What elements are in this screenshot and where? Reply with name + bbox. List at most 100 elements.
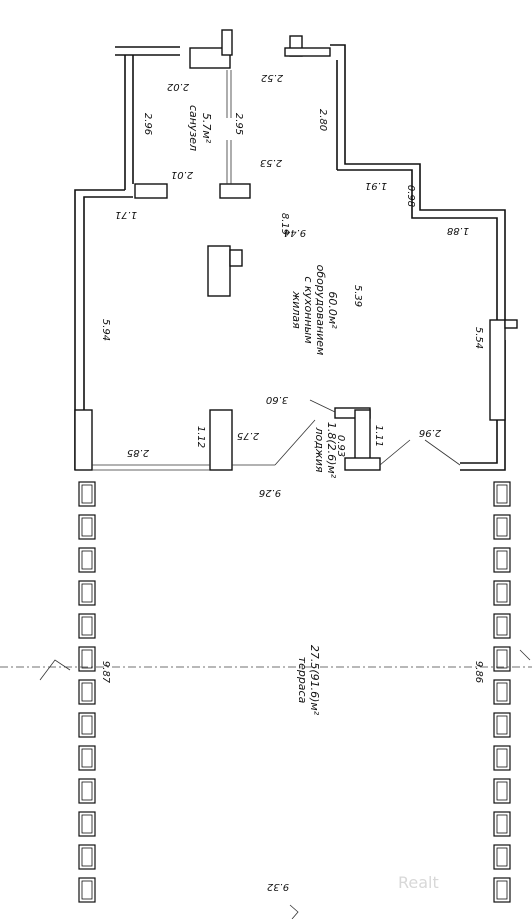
section-mark-right: [519, 649, 531, 661]
railing-post: [78, 844, 96, 870]
railing-post: [493, 580, 511, 606]
dim-9-86: 9.86: [473, 661, 484, 683]
right-window: [489, 319, 506, 421]
railing-post-inner: [496, 715, 508, 735]
railing-post-inner: [81, 847, 93, 867]
railing-post: [493, 877, 511, 903]
dim-1-91: 1.91: [365, 180, 387, 191]
railing-post: [78, 514, 96, 540]
railing-post: [493, 613, 511, 639]
railing-post: [493, 646, 511, 672]
railing-post: [493, 778, 511, 804]
dim-2-80: 2.80: [317, 109, 328, 131]
railing-post: [493, 745, 511, 771]
dim-2-95: 2.95: [233, 113, 244, 135]
terrace-railing-right: [493, 481, 511, 903]
railing-post-inner: [81, 649, 93, 669]
dim-1-71: 1.71: [115, 209, 137, 220]
dim-3-60: 3.60: [266, 394, 288, 405]
railing-post: [78, 778, 96, 804]
railing-post: [493, 811, 511, 837]
dim-2-02: 2.02: [167, 81, 189, 92]
room-name: санузел: [187, 105, 200, 151]
railing-post: [78, 580, 96, 606]
railing-post-inner: [496, 583, 508, 603]
railing-post-inner: [81, 583, 93, 603]
railing-post: [493, 481, 511, 507]
dim-5-94: 5.94: [100, 319, 111, 341]
dim-2-85: 2.85: [127, 447, 149, 458]
room-name: терраса: [296, 657, 309, 704]
railing-post-inner: [496, 880, 508, 900]
sanuzel-top-block: [189, 47, 231, 69]
mid-pier: [209, 409, 233, 471]
dim-2-01: 2.01: [171, 169, 193, 180]
room-sanuzel: санузел 5.7м²: [187, 105, 213, 151]
dim-2-75: 2.75: [237, 430, 259, 441]
kitchen-counter: [207, 245, 231, 297]
railing-post-inner: [81, 484, 93, 504]
railing-post-inner: [81, 682, 93, 702]
railing-post-inner: [496, 847, 508, 867]
loggia-right-pier: [354, 409, 371, 466]
room-area: 1.8(2.6)м²: [325, 422, 338, 479]
railing-post-inner: [81, 814, 93, 834]
room-area: 60.0м²: [326, 291, 339, 329]
railing-post-inner: [496, 517, 508, 537]
dim-5-39: 5.39: [352, 285, 363, 307]
dim-9-87: 9.87: [100, 661, 111, 684]
dim-1-88: 1.88: [447, 225, 469, 236]
railing-post-inner: [81, 550, 93, 570]
railing-post-inner: [496, 550, 508, 570]
dim-2-52: 2.52: [261, 72, 283, 83]
dim-2-96-right: 2.96: [419, 427, 441, 438]
railing-post: [78, 646, 96, 672]
dim-9-32: 9.32: [267, 881, 289, 892]
room-name-line3: оборудованием: [314, 265, 327, 356]
section-mark-left: [39, 659, 71, 681]
dim-5-54: 5.54: [473, 327, 484, 349]
right-window-cap: [504, 319, 518, 329]
room-area: 5.7м²: [200, 113, 213, 144]
room-living: жилая с кухонным оборудованием 60.0м²: [290, 265, 339, 356]
dim-9-26: 9.26: [259, 487, 281, 498]
railing-post-inner: [496, 781, 508, 801]
railing-post-inner: [496, 748, 508, 768]
railing-post: [493, 712, 511, 738]
railing-post: [78, 745, 96, 771]
railing-post: [78, 547, 96, 573]
dim-0-93: 0.93: [335, 435, 346, 457]
dimension-labels: 2.52 2.02 2.96 2.95 2.80 2.53 2.01 1.91 …: [100, 72, 484, 892]
terrace-railing-left: [78, 481, 96, 903]
room-area: 27.5(91.6)м²: [308, 645, 321, 716]
railing-post: [78, 811, 96, 837]
railing-post: [78, 679, 96, 705]
top-right-wall: [284, 47, 331, 57]
railing-post-inner: [496, 649, 508, 669]
room-name: лоджия: [313, 426, 326, 472]
duct-block: [221, 29, 233, 56]
room-name-line1: жилая: [290, 290, 303, 329]
railing-post: [493, 547, 511, 573]
railing-post-inner: [81, 880, 93, 900]
railing-post-inner: [81, 616, 93, 636]
railing-post: [78, 877, 96, 903]
room-loggia: лоджия 1.8(2.6)м²: [313, 422, 338, 479]
thin-lines: [92, 70, 461, 471]
railing-post-inner: [81, 715, 93, 735]
railing-post-inner: [496, 616, 508, 636]
railing-post-inner: [81, 748, 93, 768]
railing-post: [78, 712, 96, 738]
loggia-bottom: [344, 457, 381, 471]
railing-post: [493, 679, 511, 705]
railing-post-inner: [496, 484, 508, 504]
railing-post-inner: [81, 517, 93, 537]
walls: [74, 44, 506, 471]
room-terrace: терраса 27.5(91.6)м²: [296, 645, 321, 716]
left-pier: [74, 409, 93, 471]
dim-9-44: 9.44: [284, 227, 306, 238]
watermark: Realt: [398, 873, 439, 892]
railing-post: [493, 844, 511, 870]
dim-8-19: 8.19: [279, 213, 290, 235]
